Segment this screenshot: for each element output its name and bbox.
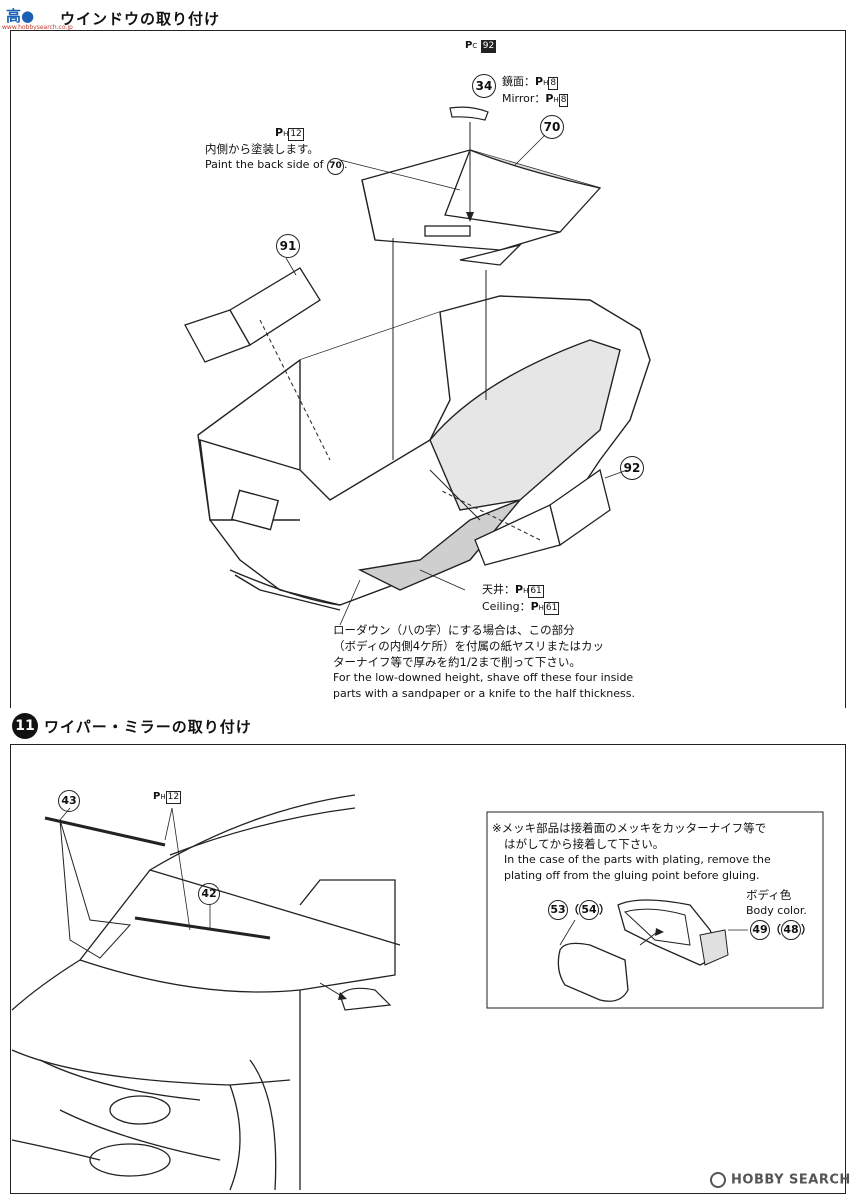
part-92-callout: 92: [620, 456, 644, 480]
body-color-label: ボディ色 Body color.: [746, 888, 807, 917]
low-down-note: ローダウン（八の字）にする場合は、この部分 （ボディの内側4ケ所）を付属の紙ヤス…: [333, 623, 635, 700]
step11-number: 11: [12, 713, 38, 739]
logo-mark-icon: 高●: [6, 7, 35, 25]
hobbysearch-logo-icon: [710, 1172, 726, 1188]
logo-url: www.hobbysearch.co.jp: [2, 24, 73, 31]
car-front-view: [11, 794, 401, 1191]
part-70-callout: 70: [540, 115, 564, 139]
part-91-callout: 91: [276, 234, 300, 258]
part-49-48-callout: 49（48）: [750, 920, 812, 940]
mirror-glass-part: [557, 942, 629, 1002]
side-mirror-on-car: [339, 987, 392, 1011]
hobbysearch-watermark: HOBBY SEARCH: [710, 1172, 851, 1188]
part-53-54-callout: 53（54）: [548, 900, 610, 920]
part-34-callout: 34: [472, 74, 496, 98]
step10-title: ウインドウの取り付け: [60, 10, 221, 28]
rear-mirror-part: [449, 106, 489, 121]
car-body-interior: [197, 295, 651, 611]
wiper-parts: [44, 816, 271, 940]
roof-window-part: [361, 149, 602, 266]
plating-note: ※メッキ部品は接着面のメッキをカッターナイフ等で はがしてから接着して下さい。 …: [492, 821, 771, 882]
part-43-callout: 43: [58, 790, 80, 812]
site-logo: 高● www.hobbysearch.co.jp: [2, 2, 73, 32]
part-42-callout: 42: [198, 883, 220, 905]
pc-label: PC 92: [465, 40, 497, 53]
step11-title: ワイパー・ミラーの取り付け: [44, 718, 252, 736]
